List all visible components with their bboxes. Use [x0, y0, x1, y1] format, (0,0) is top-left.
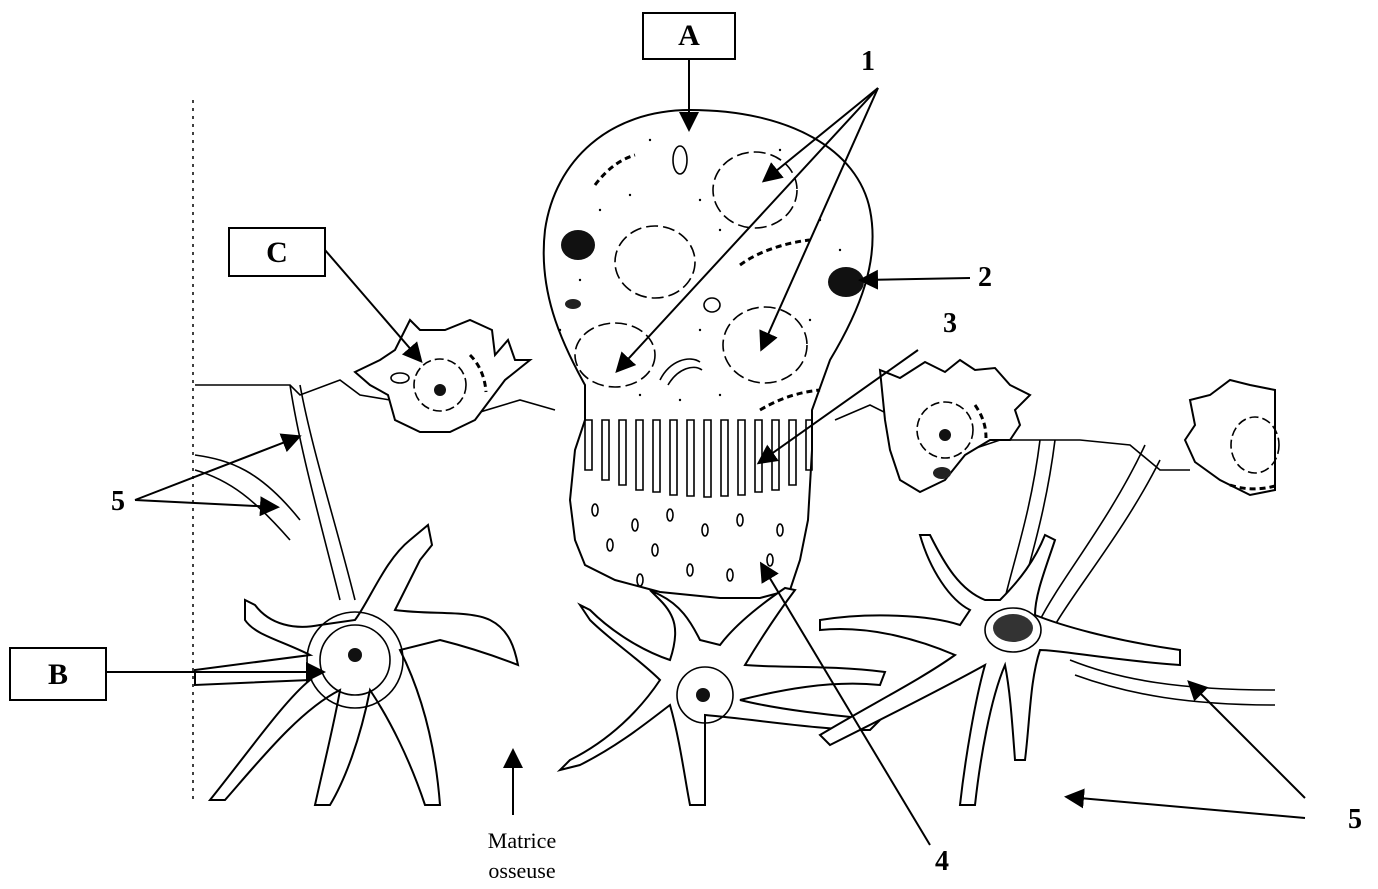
- label-3: 3: [943, 308, 957, 339]
- arrow-5-right-a: [1190, 683, 1305, 798]
- mitochondrion: [565, 299, 581, 309]
- lysosome-dense-body: [828, 267, 864, 297]
- arrow-2: [862, 278, 970, 280]
- label-A: A: [678, 19, 700, 52]
- caption-matrix-line2: osseuse: [488, 858, 555, 883]
- arrow-C: [325, 250, 420, 360]
- label-B: B: [48, 658, 68, 691]
- label-2: 2: [978, 262, 992, 293]
- caption-matrix-line1: Matrice: [488, 828, 556, 853]
- label-5-left: 5: [111, 486, 125, 517]
- label-C: C: [266, 236, 288, 269]
- osteocyte-left: [195, 525, 518, 805]
- osteoblast-right: [1185, 380, 1279, 495]
- label-5-right: 5: [1348, 804, 1362, 835]
- lysosome: [561, 230, 595, 260]
- label-1: 1: [861, 46, 875, 77]
- osteoblast-middle: [880, 360, 1030, 492]
- osteoclast: [544, 110, 873, 598]
- arrow-5-right-b: [1068, 797, 1305, 818]
- label-4: 4: [935, 846, 949, 877]
- osteoblast-left: [355, 320, 530, 432]
